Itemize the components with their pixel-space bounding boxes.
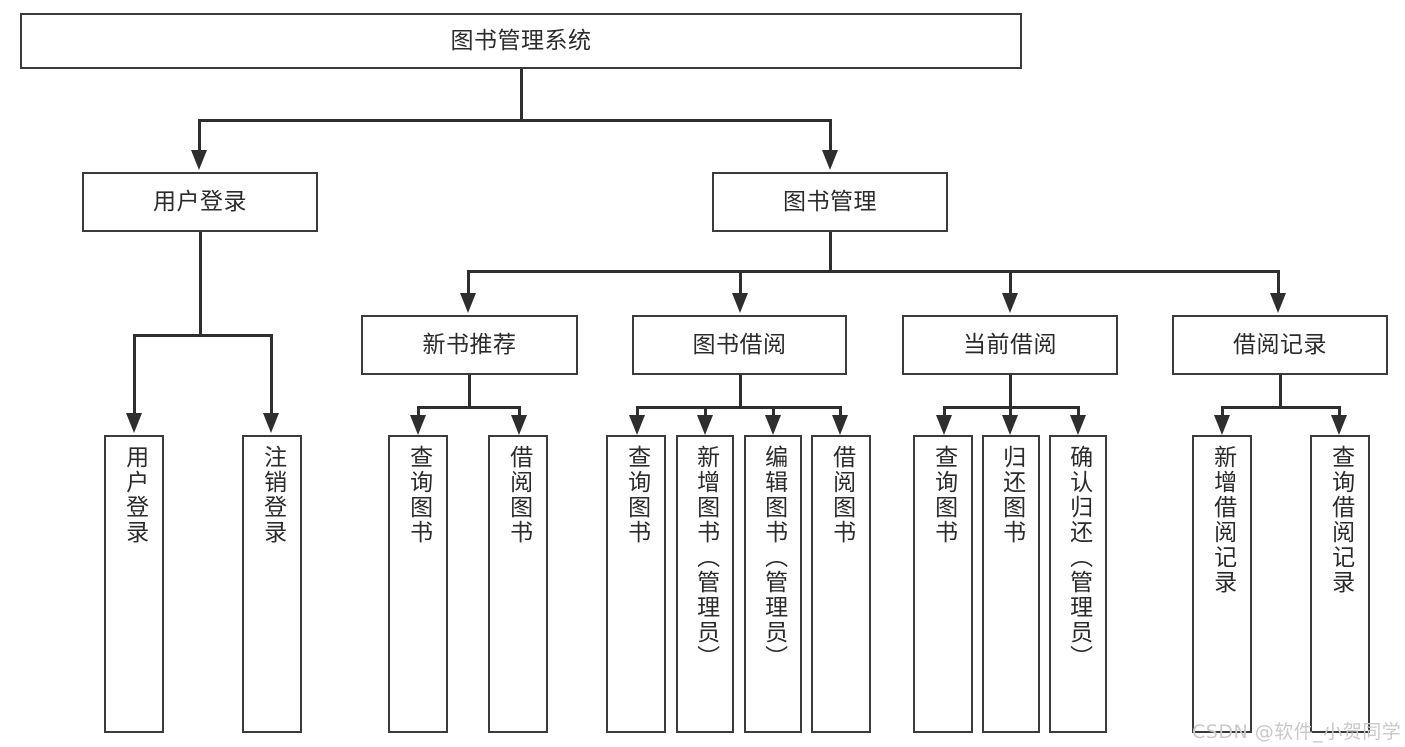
connector-user-login-right <box>270 334 273 415</box>
connector-book-mgmt-c4 <box>1277 270 1280 295</box>
connector-borrow-record-stem <box>1279 375 1282 407</box>
node-label: 确认归还（管理员） <box>1065 445 1092 670</box>
leaf-user-login-login[interactable]: 用户登录 <box>104 435 164 733</box>
connector-new-book-stem <box>468 375 471 407</box>
node-label: 新书推荐 <box>422 331 517 358</box>
connector-new-book-l2 <box>518 406 521 417</box>
node-label: 新增图书（管理员） <box>692 445 719 670</box>
leaf-book-borrow-query[interactable]: 查询图书 <box>606 435 666 733</box>
connector-current-borrow-stem <box>1009 375 1012 407</box>
leaf-book-borrow-borrow[interactable]: 借阅图书 <box>811 435 871 733</box>
connector-book-mgmt-c2 <box>739 270 742 295</box>
connector-book-mgmt-bar <box>467 270 1279 273</box>
arrow-borrow-record-leaf-2 <box>1331 415 1347 435</box>
arrow-user-login-leaf-2 <box>263 413 279 433</box>
leaf-borrow-record-add[interactable]: 新增借阅记录 <box>1192 435 1252 733</box>
arrow-book-mgmt-to-current-borrow <box>1002 293 1018 313</box>
node-label: 查询图书 <box>623 445 650 545</box>
node-label: 图书管理 <box>783 188 877 215</box>
arrow-root-to-book-mgmt <box>822 150 838 170</box>
connector-book-borrow-bar <box>636 406 841 409</box>
arrow-borrow-record-leaf-1 <box>1214 415 1230 435</box>
connector-book-borrow-stem <box>739 375 742 407</box>
leaf-new-book-query[interactable]: 查询图书 <box>388 435 448 733</box>
node-root-system[interactable]: 图书管理系统 <box>20 13 1022 69</box>
connector-current-borrow-l2 <box>1009 406 1012 417</box>
node-label: 编辑图书（管理员） <box>760 445 787 670</box>
connector-book-borrow-l3 <box>772 406 775 417</box>
leaf-book-borrow-add[interactable]: 新增图书（管理员） <box>676 435 734 733</box>
connector-borrow-record-l1 <box>1221 406 1224 417</box>
node-new-book-recommend[interactable]: 新书推荐 <box>361 315 578 375</box>
arrow-book-borrow-leaf-2 <box>697 415 713 435</box>
arrow-new-book-leaf-2 <box>511 415 527 435</box>
node-label: 归还图书 <box>998 445 1025 545</box>
connector-current-borrow-l1 <box>943 406 946 417</box>
node-label: 查询图书 <box>405 445 432 545</box>
connector-user-login-left <box>133 334 136 415</box>
node-label: 图书管理系统 <box>450 27 592 54</box>
node-label: 借阅图书 <box>505 445 532 545</box>
arrow-current-borrow-leaf-3 <box>1070 415 1086 435</box>
arrow-new-book-leaf-1 <box>410 415 426 435</box>
node-label: 图书借阅 <box>692 331 787 358</box>
connector-root-bar <box>198 119 832 122</box>
connector-root-stem <box>520 69 523 120</box>
connector-new-book-l1 <box>417 406 420 417</box>
connector-user-login-bar <box>133 334 272 337</box>
leaf-current-borrow-confirm[interactable]: 确认归还（管理员） <box>1049 435 1107 733</box>
connector-book-mgmt-c1 <box>467 270 470 295</box>
connector-borrow-record-l2 <box>1338 406 1341 417</box>
node-label: 查询借阅记录 <box>1327 445 1354 595</box>
connector-new-book-bar <box>417 406 520 409</box>
connector-book-borrow-l4 <box>839 406 842 417</box>
connector-book-mgmt-c3 <box>1009 270 1012 295</box>
arrow-root-to-user-login <box>191 150 207 170</box>
node-book-management[interactable]: 图书管理 <box>712 172 948 232</box>
node-label: 查询图书 <box>930 445 957 545</box>
arrow-book-mgmt-to-borrow-record <box>1270 293 1286 313</box>
arrow-current-borrow-leaf-2 <box>1002 415 1018 435</box>
arrow-book-borrow-leaf-4 <box>832 415 848 435</box>
arrow-book-mgmt-to-new-book <box>460 293 476 313</box>
node-label: 借阅记录 <box>1233 331 1327 358</box>
leaf-borrow-record-query[interactable]: 查询借阅记录 <box>1310 435 1370 733</box>
connector-book-borrow-l1 <box>636 406 639 417</box>
connector-root-to-user-login <box>198 119 201 152</box>
leaf-current-borrow-return[interactable]: 归还图书 <box>982 435 1040 733</box>
arrow-user-login-leaf-1 <box>126 413 142 433</box>
connector-book-borrow-l2 <box>704 406 707 417</box>
leaf-current-borrow-query[interactable]: 查询图书 <box>913 435 973 733</box>
node-user-login[interactable]: 用户登录 <box>82 172 318 232</box>
node-label: 用户登录 <box>121 445 148 545</box>
connector-user-login-stem <box>199 232 202 335</box>
arrow-book-borrow-leaf-3 <box>765 415 781 435</box>
watermark-text: CSDN @软件_小贺同学 <box>1192 721 1402 743</box>
leaf-new-book-borrow[interactable]: 借阅图书 <box>488 435 548 733</box>
node-label: 注销登录 <box>259 445 286 545</box>
connector-book-mgmt-stem <box>829 232 832 271</box>
leaf-user-login-logout[interactable]: 注销登录 <box>242 435 302 733</box>
node-label: 新增借阅记录 <box>1209 445 1236 595</box>
node-book-borrow[interactable]: 图书借阅 <box>632 315 847 375</box>
arrow-book-borrow-leaf-1 <box>629 415 645 435</box>
node-label: 用户登录 <box>153 188 247 215</box>
node-current-borrow[interactable]: 当前借阅 <box>902 315 1118 375</box>
connector-borrow-record-bar <box>1221 406 1340 409</box>
node-label: 借阅图书 <box>828 445 855 545</box>
arrow-current-borrow-leaf-1 <box>936 415 952 435</box>
connector-current-borrow-l3 <box>1077 406 1080 417</box>
node-borrow-record[interactable]: 借阅记录 <box>1172 315 1388 375</box>
leaf-book-borrow-edit[interactable]: 编辑图书（管理员） <box>744 435 802 733</box>
arrow-book-mgmt-to-book-borrow <box>732 293 748 313</box>
connector-root-to-book-mgmt <box>829 119 832 152</box>
node-label: 当前借阅 <box>963 331 1057 358</box>
